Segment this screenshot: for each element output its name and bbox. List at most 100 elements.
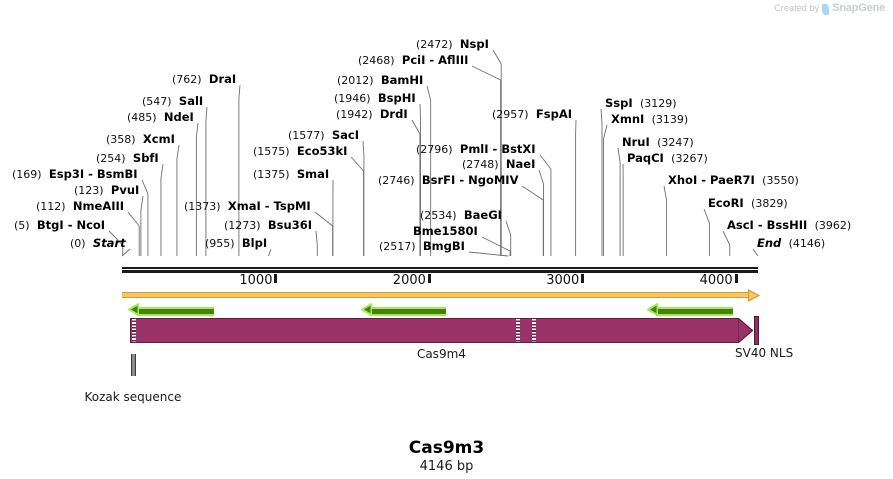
enzyme-position: (2746)	[378, 174, 415, 187]
enzyme-label-eco53ki[interactable]: (1575) Eco53kI	[253, 144, 348, 159]
enzyme-position: (0)	[70, 237, 86, 250]
cds-seam-1	[532, 319, 536, 342]
enzyme-label-btgi-ncoi[interactable]: (5) BtgI - NcoI	[14, 218, 105, 233]
enzyme-label-bamhi[interactable]: (2012) BamHI	[337, 73, 424, 88]
enzyme-label-bsu36i[interactable]: (1273) Bsu36I	[224, 219, 312, 233]
watermark-brand: SnapGene	[832, 2, 885, 14]
enzyme-label-xcmi[interactable]: (358) XcmI	[106, 132, 175, 147]
sv40-nls-marker[interactable]	[754, 316, 759, 345]
enzyme-label-nspi[interactable]: (2472) NspI	[416, 38, 489, 52]
enzyme-label-xmai-tspmi[interactable]: (1373) XmaI - TspMI	[184, 199, 311, 214]
enzyme-label-bme1580i[interactable]: Bme1580I	[413, 225, 478, 238]
promoter-bar[interactable]	[122, 292, 749, 298]
enzyme-position: (3267)	[671, 152, 708, 165]
enzyme-label-pmli-bstxi[interactable]: (2796) PmlI - BstXI	[416, 143, 536, 157]
leader-line-xhoi-paer7i	[663, 185, 668, 256]
enzyme-name: BspHI	[377, 91, 416, 105]
leader-line-bsrfi-ngomiv	[521, 185, 544, 256]
leader-line-bmgbi	[468, 251, 509, 257]
enzyme-label-bsrfi-ngomiv[interactable]: (2746) BsrFI - NgoMIV	[378, 173, 518, 188]
ruler-tick-label-2000: 2000	[392, 273, 426, 288]
enzyme-position: (3550)	[762, 174, 799, 187]
enzyme-name: Eco53kI	[296, 144, 348, 158]
enzyme-label-naei[interactable]: (2748) NaeI	[462, 158, 535, 172]
enzyme-label-asci-bsshii[interactable]: AscI - BssHII (3962)	[727, 219, 852, 233]
enzyme-label-fspai[interactable]: (2957) FspAI	[492, 108, 572, 122]
enzyme-label-sbfi[interactable]: (254) SbfI	[96, 151, 159, 166]
enzyme-name: BmgBI	[422, 239, 465, 253]
enzyme-name: End	[757, 236, 782, 250]
cds-feature-cas9m4[interactable]	[130, 316, 754, 345]
enzyme-label-pcii-afliii[interactable]: (2468) PciI - AflIII	[358, 53, 469, 68]
enzyme-position: (3962)	[814, 219, 852, 232]
enzyme-name: NruI	[622, 135, 650, 149]
enzyme-label-sspi[interactable]: SspI (3129)	[605, 97, 677, 111]
enzyme-label-drai[interactable]: (762) DraI	[172, 73, 236, 87]
enzyme-position: (2517)	[379, 240, 416, 253]
enzyme-position: (2534)	[420, 209, 457, 222]
enzyme-name-separator: -	[260, 199, 274, 213]
enzyme-label-nrui[interactable]: NruI (3247)	[622, 135, 694, 150]
enzyme-name: PciI	[401, 53, 426, 67]
enzyme-label-xhoi-paer7i[interactable]: XhoI - PaeR7I (3550)	[668, 174, 799, 188]
enzyme-name: Bme1580I	[413, 224, 478, 238]
enzyme-name: Esp3I	[48, 167, 85, 181]
ruler-tick-3000	[581, 274, 585, 283]
primer-arrow-primer-3[interactable]	[646, 303, 733, 316]
enzyme-name: SbfI	[132, 151, 159, 165]
primer-shaft	[370, 307, 446, 316]
enzyme-label-saci[interactable]: (1577) SacI	[288, 129, 359, 143]
leader-line-blpi	[268, 248, 272, 257]
enzyme-name: BsmBI	[96, 167, 138, 181]
enzyme-name: NdeI	[163, 110, 194, 124]
enzyme-name-separator: -	[455, 173, 469, 187]
enzyme-label-nmeaiii[interactable]: (112) NmeAIII	[36, 200, 124, 214]
enzyme-label-paqci[interactable]: PaqCI (3267)	[627, 151, 708, 166]
enzyme-name-separator: -	[63, 218, 77, 232]
enzyme-label-bmgbi[interactable]: (2517) BmgBI	[379, 239, 465, 254]
enzyme-position: (3139)	[651, 113, 689, 126]
leader-line-end	[752, 248, 759, 257]
page-title: Cas9m3	[408, 438, 485, 458]
enzyme-name-separator: -	[425, 53, 439, 67]
enzyme-position: (485)	[127, 111, 157, 124]
enzyme-label-pvui[interactable]: (123) PvuI	[74, 184, 139, 198]
enzyme-position: (123)	[74, 184, 104, 197]
enzyme-position: (547)	[142, 95, 172, 108]
enzyme-name: XcmI	[142, 132, 175, 146]
enzyme-label-sali[interactable]: (547) SalI	[142, 95, 203, 109]
primer-arrow-primer-1[interactable]	[128, 303, 215, 316]
enzyme-name: AflIII	[438, 53, 469, 67]
enzyme-label-esp3i-bsmbi[interactable]: (169) Esp3I - BsmBI	[12, 167, 138, 182]
enzyme-label-end[interactable]: End (4146)	[757, 236, 826, 251]
enzyme-position: (2472)	[416, 38, 453, 51]
enzyme-label-ndei[interactable]: (485) NdeI	[127, 110, 194, 125]
enzyme-position: (2957)	[492, 108, 529, 121]
leader-line-sspi	[600, 108, 603, 256]
leader-line-asci-bsshii	[722, 230, 731, 256]
leader-line-xmai-tspmi	[314, 211, 334, 256]
ruler-tick-label-1000: 1000	[239, 273, 273, 288]
primer-arrow-primer-2[interactable]	[361, 303, 446, 316]
enzyme-label-bsphi[interactable]: (1946) BspHI	[334, 91, 416, 106]
enzyme-label-blpi[interactable]: (955) BlpI	[205, 237, 267, 251]
enzyme-label-baegi[interactable]: (2534) BaeGI	[420, 209, 502, 223]
primer-shaft	[655, 307, 733, 316]
enzyme-label-ecori[interactable]: EcoRI (3829)	[708, 197, 788, 211]
kozak-marker[interactable]	[131, 354, 136, 376]
enzyme-label-smai[interactable]: (1375) SmaI	[253, 168, 329, 182]
cds-seam-0	[516, 319, 520, 342]
leader-line-xmni	[603, 124, 608, 256]
enzyme-label-start[interactable]: (0) Start	[70, 237, 126, 251]
leader-line-xcmi	[176, 144, 180, 256]
enzyme-name: XmnI	[611, 112, 645, 126]
cds-body	[130, 318, 740, 343]
enzyme-name: BamHI	[380, 73, 424, 87]
ruler-tick-label-4000: 4000	[699, 273, 733, 288]
enzyme-label-xmni[interactable]: XmnI (3139)	[611, 112, 689, 127]
leader-line-nmeaiii	[127, 211, 140, 256]
enzyme-position: (4146)	[788, 237, 826, 250]
enzyme-name: PaqCI	[627, 151, 664, 165]
enzyme-label-drdi[interactable]: (1942) DrdI	[336, 108, 408, 122]
